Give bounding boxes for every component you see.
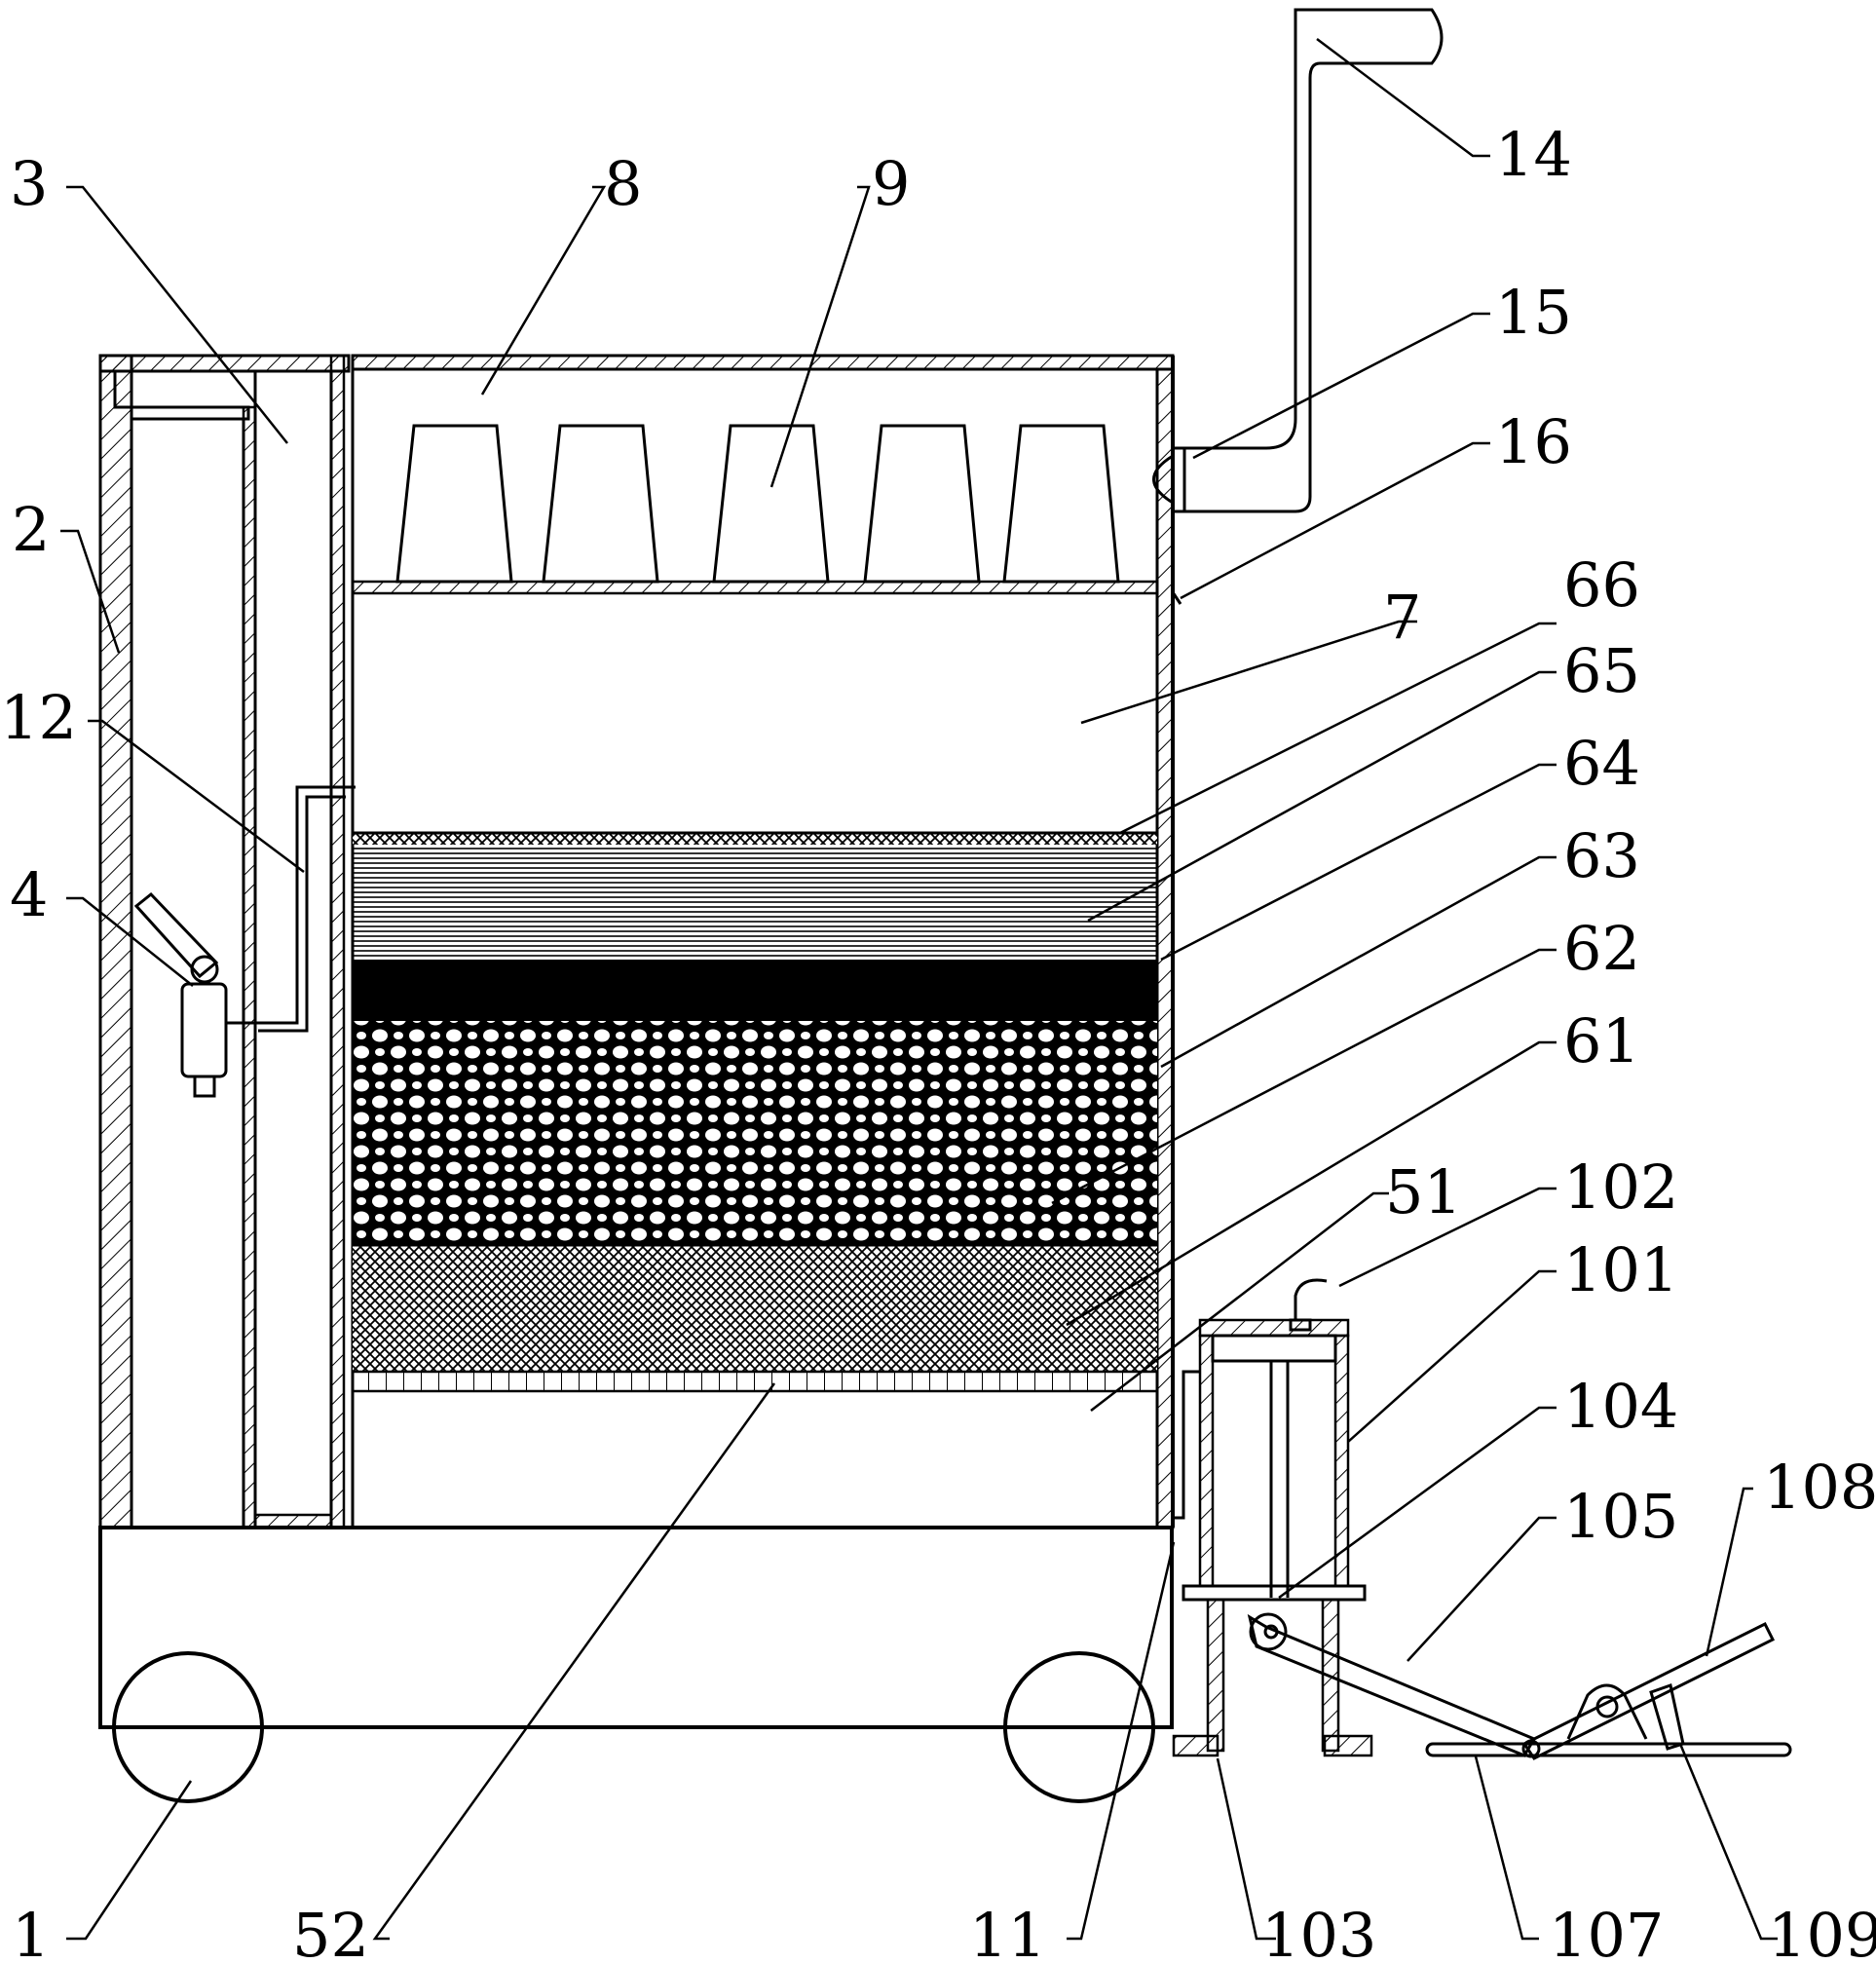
label-14: 14 bbox=[1495, 119, 1572, 190]
label-103: 103 bbox=[1261, 1900, 1376, 1963]
outer-wall-2 bbox=[98, 354, 133, 1529]
channel-3 bbox=[253, 369, 333, 1529]
wheel-right bbox=[1003, 1651, 1155, 1803]
label-2: 2 bbox=[12, 494, 50, 565]
plate-52 bbox=[351, 1370, 1159, 1393]
shelf-16 bbox=[351, 580, 1159, 595]
label-102: 102 bbox=[1563, 1151, 1678, 1223]
pump-assembly bbox=[1172, 1278, 1792, 1760]
tank-column bbox=[130, 417, 245, 1529]
label-8: 8 bbox=[604, 148, 642, 219]
label-63: 63 bbox=[1563, 820, 1640, 891]
label-109: 109 bbox=[1768, 1900, 1876, 1963]
labels: 1 2 3 4 7 8 9 11 12 14 15 16 51 52 61 62… bbox=[0, 119, 1876, 1963]
label-52: 52 bbox=[292, 1900, 369, 1963]
cart-base bbox=[98, 1526, 1174, 1803]
label-108: 108 bbox=[1763, 1452, 1876, 1523]
label-4: 4 bbox=[10, 859, 48, 930]
leader-lines bbox=[60, 38, 1778, 1941]
label-105: 105 bbox=[1563, 1481, 1678, 1552]
label-7: 7 bbox=[1383, 582, 1421, 653]
valve-4 bbox=[133, 891, 258, 1098]
label-9: 9 bbox=[872, 148, 910, 219]
label-12: 12 bbox=[0, 682, 77, 753]
label-3: 3 bbox=[10, 148, 48, 219]
label-1: 1 bbox=[12, 1900, 50, 1963]
label-101: 101 bbox=[1563, 1234, 1678, 1305]
label-65: 65 bbox=[1563, 635, 1640, 706]
label-104: 104 bbox=[1563, 1371, 1678, 1442]
label-64: 64 bbox=[1563, 728, 1640, 799]
layer-66 bbox=[353, 833, 1157, 845]
label-61: 61 bbox=[1563, 1005, 1640, 1076]
wheel-left bbox=[112, 1651, 264, 1803]
layer-62 bbox=[353, 1245, 1157, 1372]
pipe-14 bbox=[1152, 8, 1444, 513]
label-107: 107 bbox=[1549, 1900, 1664, 1963]
label-11: 11 bbox=[969, 1900, 1046, 1963]
main-tank bbox=[351, 354, 1182, 1529]
layer-64 bbox=[353, 960, 1157, 1021]
label-62: 62 bbox=[1563, 913, 1640, 984]
label-51: 51 bbox=[1385, 1156, 1462, 1227]
flange-15 bbox=[1171, 446, 1186, 513]
label-66: 66 bbox=[1563, 549, 1640, 621]
cups-9 bbox=[395, 424, 1120, 584]
label-16: 16 bbox=[1495, 406, 1572, 477]
layer-65 bbox=[353, 833, 1157, 960]
layer-63 bbox=[353, 1021, 1157, 1245]
label-15: 15 bbox=[1495, 277, 1572, 348]
pipe-12 bbox=[258, 785, 356, 1033]
